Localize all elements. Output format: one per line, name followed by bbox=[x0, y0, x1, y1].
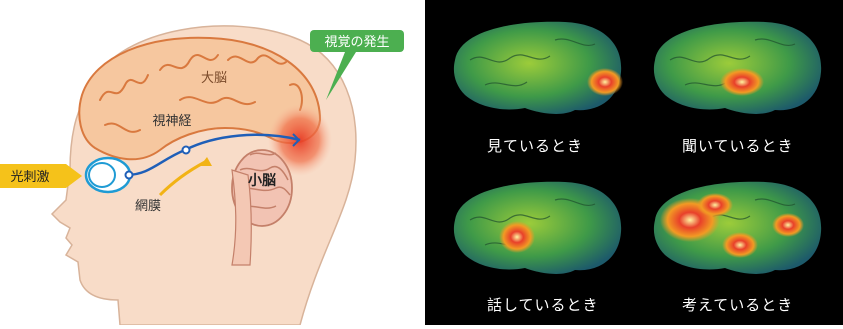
caption-seeing: 見ているとき bbox=[487, 135, 583, 156]
brain-scan-grid: 見ているとき 聞いているとき 話しているとき 考えているとき bbox=[425, 0, 843, 325]
brain-scan-speaking bbox=[454, 182, 621, 274]
brain-scan-thinking bbox=[654, 182, 821, 274]
brain-scan-seeing bbox=[454, 22, 623, 114]
label-cerebrum: 大脳 bbox=[201, 71, 227, 86]
label-cerebellum: 小脳 bbox=[248, 172, 276, 189]
eye bbox=[86, 158, 130, 192]
caption-listening: 聞いているとき bbox=[682, 135, 794, 156]
label-retina: 網膜 bbox=[135, 199, 161, 214]
caption-speaking: 話しているとき bbox=[487, 294, 599, 315]
retina-node bbox=[126, 172, 133, 179]
relay-node bbox=[183, 147, 190, 154]
head-illustration: 視覚の発生 大脳 視神経 光刺激 網膜 小脳 bbox=[0, 0, 425, 325]
label-optic-nerve: 視神経 bbox=[152, 114, 191, 129]
caption-thinking: 考えているとき bbox=[682, 294, 793, 315]
brain-scans-svg bbox=[425, 0, 843, 325]
visual-pathway-diagram: 視覚の発生 大脳 視神経 光刺激 網膜 小脳 bbox=[0, 0, 425, 325]
brain-scan-listening bbox=[654, 22, 821, 114]
label-visual-generation: 視覚の発生 bbox=[324, 35, 389, 50]
label-light-stimulus: 光刺激 bbox=[10, 170, 49, 185]
